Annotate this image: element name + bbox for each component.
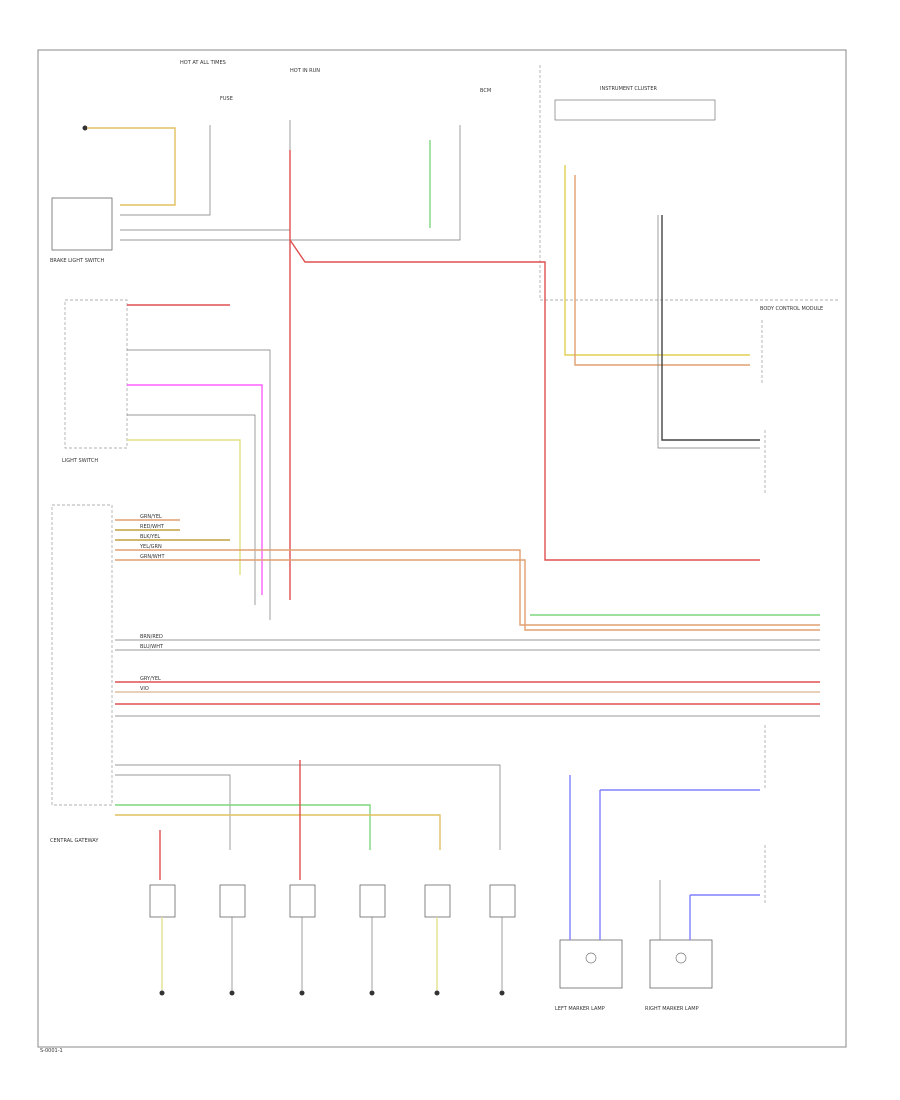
- ipc-boundary: [539, 65, 840, 301]
- wire-ls-3: [127, 414, 256, 605]
- ground-point: [82, 125, 88, 131]
- right-marker-box: [649, 939, 713, 989]
- left-marker-bulb: [585, 952, 597, 964]
- wire-code-label: VIO: [140, 686, 149, 692]
- wire-ls-1: [127, 349, 271, 620]
- ipc-block: [554, 99, 716, 121]
- wire-code-label: BLK/YEL: [140, 534, 160, 540]
- wire-low-2: [115, 774, 231, 850]
- wire-fuse-2: [120, 120, 291, 231]
- ground-1: [159, 990, 165, 996]
- wire-code-label: BLU/WHT: [140, 644, 164, 650]
- label-bcm: BCM: [480, 88, 491, 94]
- footer-code: S-0001-1: [40, 1048, 63, 1054]
- lamp-1: [149, 884, 176, 918]
- wire-code-label: RED/WHT: [140, 524, 165, 530]
- brake-switch-box: [51, 197, 113, 251]
- wire-code-label: GRN/YEL: [140, 514, 162, 520]
- lamp-6: [489, 884, 516, 918]
- ground-4: [369, 990, 375, 996]
- wire-code-label: GRY/YEL: [140, 676, 161, 682]
- label-hot-always: HOT AT ALL TIMES: [180, 60, 226, 66]
- wire-yel-ls: [127, 439, 241, 575]
- label-ipc: INSTRUMENT CLUSTER: [600, 86, 658, 92]
- ground-3: [299, 990, 305, 996]
- gateway-box: [51, 504, 113, 806]
- wire-code-label: GRN/WHT: [140, 554, 165, 560]
- right-marker-bulb: [675, 952, 687, 964]
- lamp-4: [359, 884, 386, 918]
- label-left-marker: LEFT MARKER LAMP: [555, 1006, 605, 1012]
- wire-bcm: [120, 125, 461, 241]
- label-hot-run: HOT IN RUN: [290, 68, 320, 74]
- light-switch-box: [64, 299, 128, 449]
- lamp-2: [219, 884, 246, 918]
- bus-5: [115, 559, 820, 631]
- wire-blk-ipc: [661, 215, 760, 441]
- ground-5: [434, 990, 440, 996]
- label-brake-switch: BRAKE LIGHT SWITCH: [50, 258, 105, 264]
- wire-low-1: [115, 764, 501, 850]
- bus-4: [115, 549, 820, 626]
- wire-yel-ipc: [564, 165, 750, 356]
- ground-6: [499, 990, 505, 996]
- label-right-marker: RIGHT MARKER LAMP: [645, 1006, 699, 1012]
- ground-2: [229, 990, 235, 996]
- left-marker-box: [559, 939, 623, 989]
- wire-yel-1: [87, 127, 176, 206]
- wire-vio-ls: [127, 384, 263, 595]
- lamp-3: [289, 884, 316, 918]
- label-fuse: FUSE: [220, 96, 233, 102]
- wire-code-label: BRN/RED: [140, 634, 163, 640]
- wire-low-yel: [115, 814, 441, 850]
- label-light-switch: LIGHT SWITCH: [62, 458, 98, 464]
- diagram-frame: [37, 49, 847, 1048]
- label-body-module: BODY CONTROL MODULE: [760, 306, 823, 312]
- wire-gry-ipc: [657, 215, 760, 449]
- label-cgw: CENTRAL GATEWAY: [50, 838, 99, 844]
- lamp-5: [424, 884, 451, 918]
- wire-red-branch: [289, 239, 760, 561]
- wire-org-ipc: [574, 175, 750, 366]
- wire-fuse-1: [120, 125, 211, 216]
- wire-low-grn: [115, 804, 371, 850]
- wire-code-label: YEL/GRN: [139, 544, 162, 550]
